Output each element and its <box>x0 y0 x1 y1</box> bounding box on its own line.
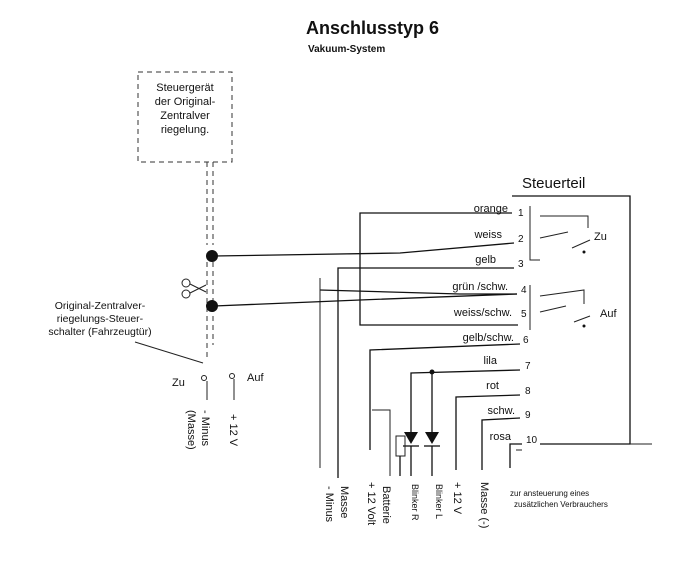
bottom-label-minus: - Minus <box>323 486 335 523</box>
door-switch-contact-auf <box>229 373 235 379</box>
controller-note-line-2: der Original- <box>155 96 216 108</box>
terminal-9-number: 9 <box>525 410 531 421</box>
bottom-label-masse-minus: Masse (-) <box>478 482 490 528</box>
wire-gruen-schw <box>319 289 517 295</box>
wire-lila <box>410 369 521 440</box>
consumer-note: zur ansteuerung eines zusätzlichen Verbr… <box>510 489 608 509</box>
wire-rosa <box>509 443 522 468</box>
terminal-5-wire: weiss/schw. <box>453 307 512 319</box>
terminal-1-number: 1 <box>518 208 524 219</box>
switch-note-line-3: schalter (Fahrzeugtür) <box>48 326 151 338</box>
relay-auf-label: Auf <box>600 308 617 320</box>
controller-note-line-3: Zentralver <box>160 110 210 122</box>
controller-note: Steuergerät der Original- Zentralver rie… <box>155 82 216 136</box>
diagram-title: Anschlusstyp 6 <box>306 18 439 38</box>
bottom-label-blinker-l: Blinker L <box>434 484 444 519</box>
scissors-icon <box>181 278 207 299</box>
unit-title: Steuerteil <box>522 175 585 192</box>
controller-box <box>137 71 233 163</box>
wire-schw <box>481 417 521 470</box>
bottom-labels: - Minus Masse + 12 Volt Batterie Blinker… <box>323 482 490 528</box>
terminal-8-wire: rot <box>486 380 499 392</box>
terminal-10-number: 10 <box>526 435 538 446</box>
wire-plus12-batterie <box>372 409 391 476</box>
door-switch-auf-label: Auf <box>247 372 264 384</box>
controller-note-line-4: riegelung. <box>161 124 209 136</box>
terminal-4-wire: grün /schw. <box>452 281 508 293</box>
terminal-1-wire: orange <box>474 203 508 215</box>
terminal-2-wire: weiss <box>473 229 502 241</box>
wire-group <box>213 212 522 478</box>
bottom-label-batterie: Batterie <box>380 486 392 524</box>
switch-lead-masse: (Masse) <box>185 410 197 450</box>
wire-rot <box>455 394 521 470</box>
bottom-label-plus12v: + 12 V <box>451 482 463 515</box>
terminal-7-number: 7 <box>525 361 531 372</box>
switch-note: Original-Zentralver- riegelungs-Steuer- … <box>48 300 151 338</box>
unit-box <box>512 195 631 445</box>
terminal-4-number: 4 <box>521 285 527 296</box>
terminal-list: 1 orange 2 weiss 3 gelb 4 grün /schw. 5 … <box>452 203 537 446</box>
wire-gelb <box>337 267 514 478</box>
terminal-6-wire: gelb/schw. <box>463 332 514 344</box>
relay-auf <box>529 285 591 330</box>
terminal-3-number: 3 <box>518 259 524 270</box>
lila-junction-dot <box>429 369 435 375</box>
switch-lead-minus: - Minus <box>199 410 211 447</box>
bottom-label-masse: Masse <box>338 486 350 518</box>
consumer-note-line-2: zusätzlichen Verbrauchers <box>514 500 608 509</box>
wire-weiss <box>213 242 515 257</box>
wire-orange <box>359 212 518 326</box>
relay-zu-label: Zu <box>594 231 607 243</box>
terminal-2-number: 2 <box>518 234 524 245</box>
switch-note-line-2: riegelungs-Steuer- <box>57 313 144 325</box>
switch-lead-plus12v: + 12 V <box>227 414 239 447</box>
wire-lower-junction <box>213 293 518 307</box>
junction-dot-lower <box>206 300 218 312</box>
junction-dot-upper <box>206 250 218 262</box>
terminal-10-wire: rosa <box>490 431 512 443</box>
bottom-label-plus12volt: + 12 Volt <box>365 482 377 525</box>
wire-gelb-schw <box>369 343 521 450</box>
terminal-6-number: 6 <box>523 335 529 346</box>
terminal-7-wire: lila <box>484 355 498 367</box>
controller-note-line-1: Steuergerät <box>156 82 213 94</box>
switch-note-leader <box>134 341 204 364</box>
terminal-9-wire: schw. <box>487 405 515 417</box>
consumer-note-line-1: zur ansteuerung eines <box>510 489 589 498</box>
door-switch-contact-zu <box>201 375 207 381</box>
relay-zu <box>529 206 591 261</box>
diagram-subtitle: Vakuum-System <box>308 44 385 55</box>
diode-icon <box>395 432 440 476</box>
door-switch-leads <box>206 379 235 400</box>
terminal-8-number: 8 <box>525 386 531 397</box>
door-switch-zu-label: Zu <box>172 377 185 389</box>
terminal-3-wire: gelb <box>475 254 496 266</box>
switch-note-line-1: Original-Zentralver- <box>55 300 146 312</box>
bottom-label-blinker-r: Blinker R <box>410 484 420 521</box>
terminal-5-number: 5 <box>521 309 527 320</box>
